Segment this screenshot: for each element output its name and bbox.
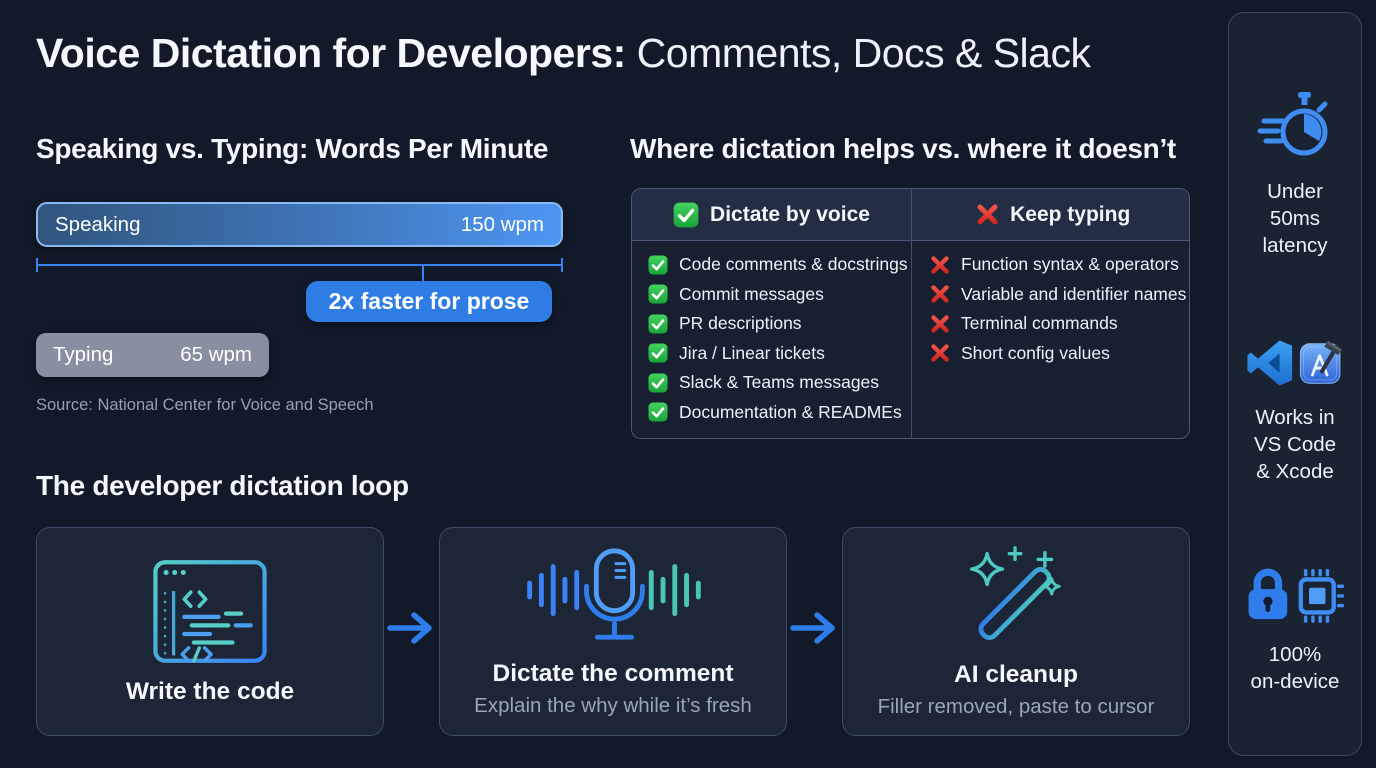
editor-icons: [1246, 339, 1345, 387]
step-subtitle: Explain the why while it’s fresh: [474, 694, 752, 717]
step-title: Write the code: [125, 677, 295, 705]
loop-step-card-ai-cleanup: AI cleanup Filler removed, paste to curs…: [842, 527, 1190, 736]
code-editor-icon: [153, 559, 267, 663]
typing-header-label: Keep typing: [1010, 202, 1131, 226]
check-icon: [648, 255, 668, 274]
list-item-label: Function syntax & operators: [961, 254, 1179, 274]
sidebar-item-label: Under 50ms latency: [1263, 178, 1328, 259]
voice-column-header: Dictate by voice: [632, 189, 911, 241]
list-item: Slack & Teams messages: [648, 372, 903, 393]
typing-bar-label: Typing: [53, 343, 114, 366]
check-icon: [648, 343, 668, 363]
page-title: Voice Dictation for Developers: Comments…: [36, 30, 1091, 77]
label-line: VS Code: [1253, 432, 1337, 456]
comparison-table: Dictate by voice Keep typing Code commen…: [631, 188, 1190, 439]
label-line: 100%: [1268, 643, 1322, 666]
voice-items-list: Code comments & docstrings Commit messag…: [632, 241, 911, 438]
lock-chip-icon: [1248, 568, 1345, 623]
cross-icon: [931, 285, 949, 303]
bracket-tick-right: [561, 258, 563, 272]
microphone-waveform-icon: [527, 548, 701, 640]
chart-source: Source: National Center for Voice and Sp…: [36, 396, 374, 414]
cross-icon: [931, 344, 949, 362]
cross-icon: [931, 255, 949, 274]
sidebar-item-label: Works in VS Code & Xcode: [1254, 404, 1336, 485]
arrow-right-icon: [387, 612, 432, 644]
speaking-bar-label: Speaking: [55, 212, 141, 236]
step-title: AI cleanup: [954, 661, 1078, 688]
list-item: Function syntax & operators: [930, 254, 1186, 275]
page-title-strong: Voice Dictation for Developers:: [36, 30, 626, 76]
list-item: PR descriptions: [648, 313, 903, 334]
list-item-label: Code comments & docstrings: [679, 254, 908, 274]
label-line: Works in: [1255, 405, 1335, 429]
list-item-label: Terminal commands: [961, 313, 1118, 333]
label-line: & Xcode: [1256, 459, 1334, 483]
check-icon: [648, 284, 668, 304]
page-title-regular: Comments, Docs & Slack: [625, 30, 1091, 76]
magic-wand-icon: [970, 546, 1061, 641]
list-item-label: PR descriptions: [679, 313, 802, 333]
bracket-line: [36, 264, 563, 266]
vscode-icon: [1246, 339, 1292, 386]
list-item: Short config values: [930, 343, 1186, 364]
list-item-label: Short config values: [961, 342, 1110, 363]
check-icon: [648, 314, 668, 333]
list-item: Commit messages: [648, 284, 903, 305]
label-line: Under: [1267, 180, 1323, 203]
list-item-label: Variable and identifier names: [961, 283, 1187, 304]
bracket-tick-left: [36, 258, 38, 272]
arrow-right-icon: [790, 612, 835, 644]
list-item: Documentation & READMEs: [648, 402, 903, 423]
list-item-label: Documentation & READMEs: [679, 401, 902, 422]
sidebar-item-privacy: 100% on-device: [1244, 564, 1346, 695]
typing-column-header: Keep typing: [911, 189, 1189, 241]
loop-section-heading: The developer dictation loop: [36, 470, 409, 501]
step-title: Dictate the comment: [492, 660, 734, 687]
speaking-bar: Speaking 150 wpm: [36, 202, 563, 247]
label-line: on-device: [1250, 670, 1340, 693]
sidebar-item-latency: Under 50ms latency: [1257, 85, 1333, 259]
wpm-section-heading: Speaking vs. Typing: Words Per Minute: [36, 133, 549, 164]
list-item: Terminal commands: [930, 313, 1186, 334]
list-item-label: Jira / Linear tickets: [679, 342, 825, 363]
label-line: latency: [1262, 234, 1328, 257]
stopwatch-icon: [1257, 92, 1328, 156]
sidebar-item-editors: Works in VS Code & Xcode: [1246, 339, 1345, 485]
check-icon: [648, 402, 668, 422]
sidebar-item-label: 100% on-device: [1251, 641, 1340, 695]
cross-icon: [977, 204, 998, 225]
typing-items-list: Function syntax & operators Variable and…: [911, 241, 1189, 438]
list-item-label: Commit messages: [679, 283, 824, 304]
list-item-label: Slack & Teams messages: [679, 372, 880, 392]
xcode-icon: [1299, 340, 1342, 384]
cross-icon: [931, 314, 949, 333]
typing-bar: Typing 65 wpm: [36, 333, 269, 377]
list-item: Code comments & docstrings: [648, 254, 908, 275]
speed-callout-badge: 2x faster for prose: [306, 281, 552, 322]
feature-sidebar: Under 50ms latency Works in VS Code & Xc…: [1228, 12, 1362, 756]
label-line: 50ms: [1269, 207, 1321, 230]
comparison-section-heading: Where dictation helps vs. where it doesn…: [630, 133, 1176, 164]
loop-step-card-write-code: Write the code: [36, 527, 384, 736]
step-subtitle: Filler removed, paste to cursor: [877, 695, 1155, 718]
speaking-bar-value: 150 wpm: [460, 212, 544, 236]
speed-bracket: [36, 258, 563, 286]
list-item: Jira / Linear tickets: [648, 343, 903, 364]
list-item: Variable and identifier names: [930, 284, 1186, 305]
typing-bar-value: 65 wpm: [180, 343, 252, 366]
check-icon: [673, 202, 699, 227]
check-icon: [648, 373, 668, 392]
bracket-tick-middle: [422, 265, 424, 286]
voice-header-label: Dictate by voice: [710, 202, 870, 226]
loop-step-card-dictate: Dictate the comment Explain the why whil…: [439, 527, 787, 736]
